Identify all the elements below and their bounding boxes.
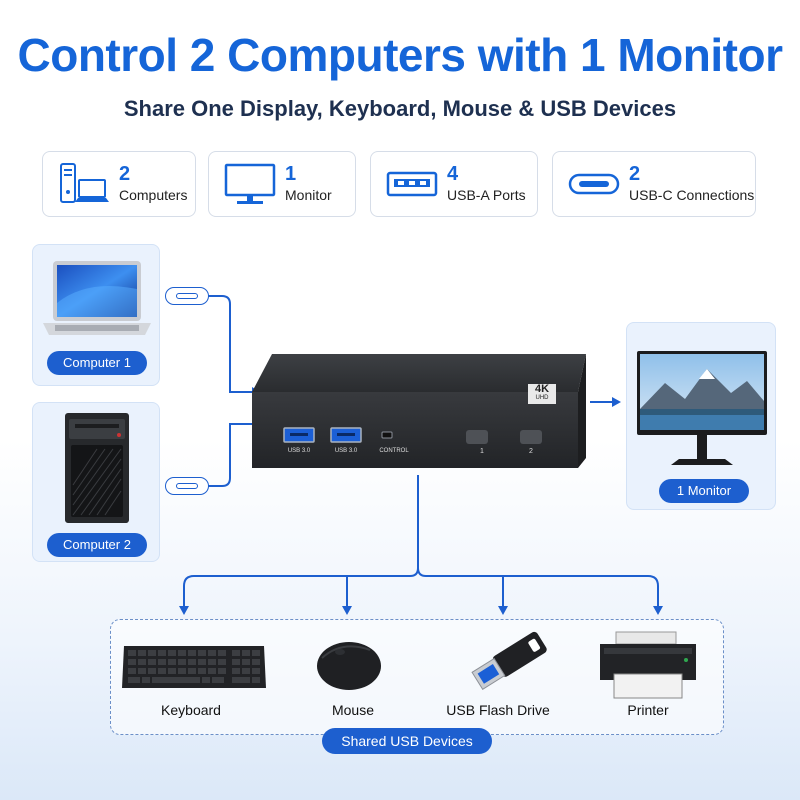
feature-number: 2 xyxy=(629,163,641,185)
badge-4k-text: 4K xyxy=(534,383,550,395)
device-label-usb-flash-drive: USB Flash Drive xyxy=(446,702,550,718)
computers-icon xyxy=(55,159,113,209)
laptop-icon xyxy=(43,261,151,335)
feature-number: 2 xyxy=(119,163,131,185)
feature-card-usb-a: 4 USB-A Ports xyxy=(370,151,538,217)
device-label-printer: Printer xyxy=(627,702,669,718)
usb-c-connector-icon xyxy=(165,477,209,495)
feature-label: Computers xyxy=(119,187,188,203)
feature-card-usb-c: 2 USB-C Connections xyxy=(552,151,756,217)
port-label-usb-1: USB 3.0 xyxy=(287,448,311,454)
feature-label: USB-C Connections xyxy=(629,187,755,203)
monitor-label: 1 Monitor xyxy=(659,479,749,503)
badge-uhd-text: UHD xyxy=(535,395,549,401)
device-label-keyboard: Keyboard xyxy=(161,702,221,718)
feature-number: 4 xyxy=(447,163,459,185)
desktop-tower-icon xyxy=(65,413,129,523)
feature-number: 1 xyxy=(285,163,297,185)
monitor-panel: 1 Monitor xyxy=(626,322,776,510)
usb-flash-drive-icon xyxy=(471,631,547,690)
kvm-4k-badge: 4K UHD xyxy=(528,384,556,404)
device-label-mouse: Mouse xyxy=(331,702,375,718)
computer-2-panel: Computer 2 xyxy=(32,402,160,562)
button-label-2: 2 xyxy=(529,448,533,455)
feature-card-monitor: 1 Monitor xyxy=(208,151,356,217)
keyboard-icon xyxy=(122,646,266,688)
page-subtitle: Share One Display, Keyboard, Mouse & USB… xyxy=(123,96,677,121)
kvm-switch-device xyxy=(252,354,586,468)
usb-a-port-icon xyxy=(383,159,441,209)
button-label-1: 1 xyxy=(480,448,484,455)
monitor-icon xyxy=(221,159,279,209)
port-label-usb-2: USB 3.0 xyxy=(334,448,358,454)
shared-usb-devices-label: Shared USB Devices xyxy=(322,728,492,754)
port-label-control: CONTROL xyxy=(379,448,409,454)
computer-2-label: Computer 2 xyxy=(47,533,147,557)
usb-c-connector-icon xyxy=(165,287,209,305)
page-title: Control 2 Computers with 1 Monitor xyxy=(17,29,783,81)
computer-1-panel: Computer 1 xyxy=(32,244,160,386)
monitor-icon xyxy=(637,351,767,465)
feature-label: USB-A Ports xyxy=(447,187,526,203)
feature-label: Monitor xyxy=(285,187,332,203)
feature-card-computers: 2 Computers xyxy=(42,151,196,217)
computer-1-label: Computer 1 xyxy=(47,351,147,375)
mouse-icon xyxy=(317,642,381,690)
usb-c-port-icon xyxy=(565,159,623,209)
printer-icon xyxy=(600,631,696,699)
